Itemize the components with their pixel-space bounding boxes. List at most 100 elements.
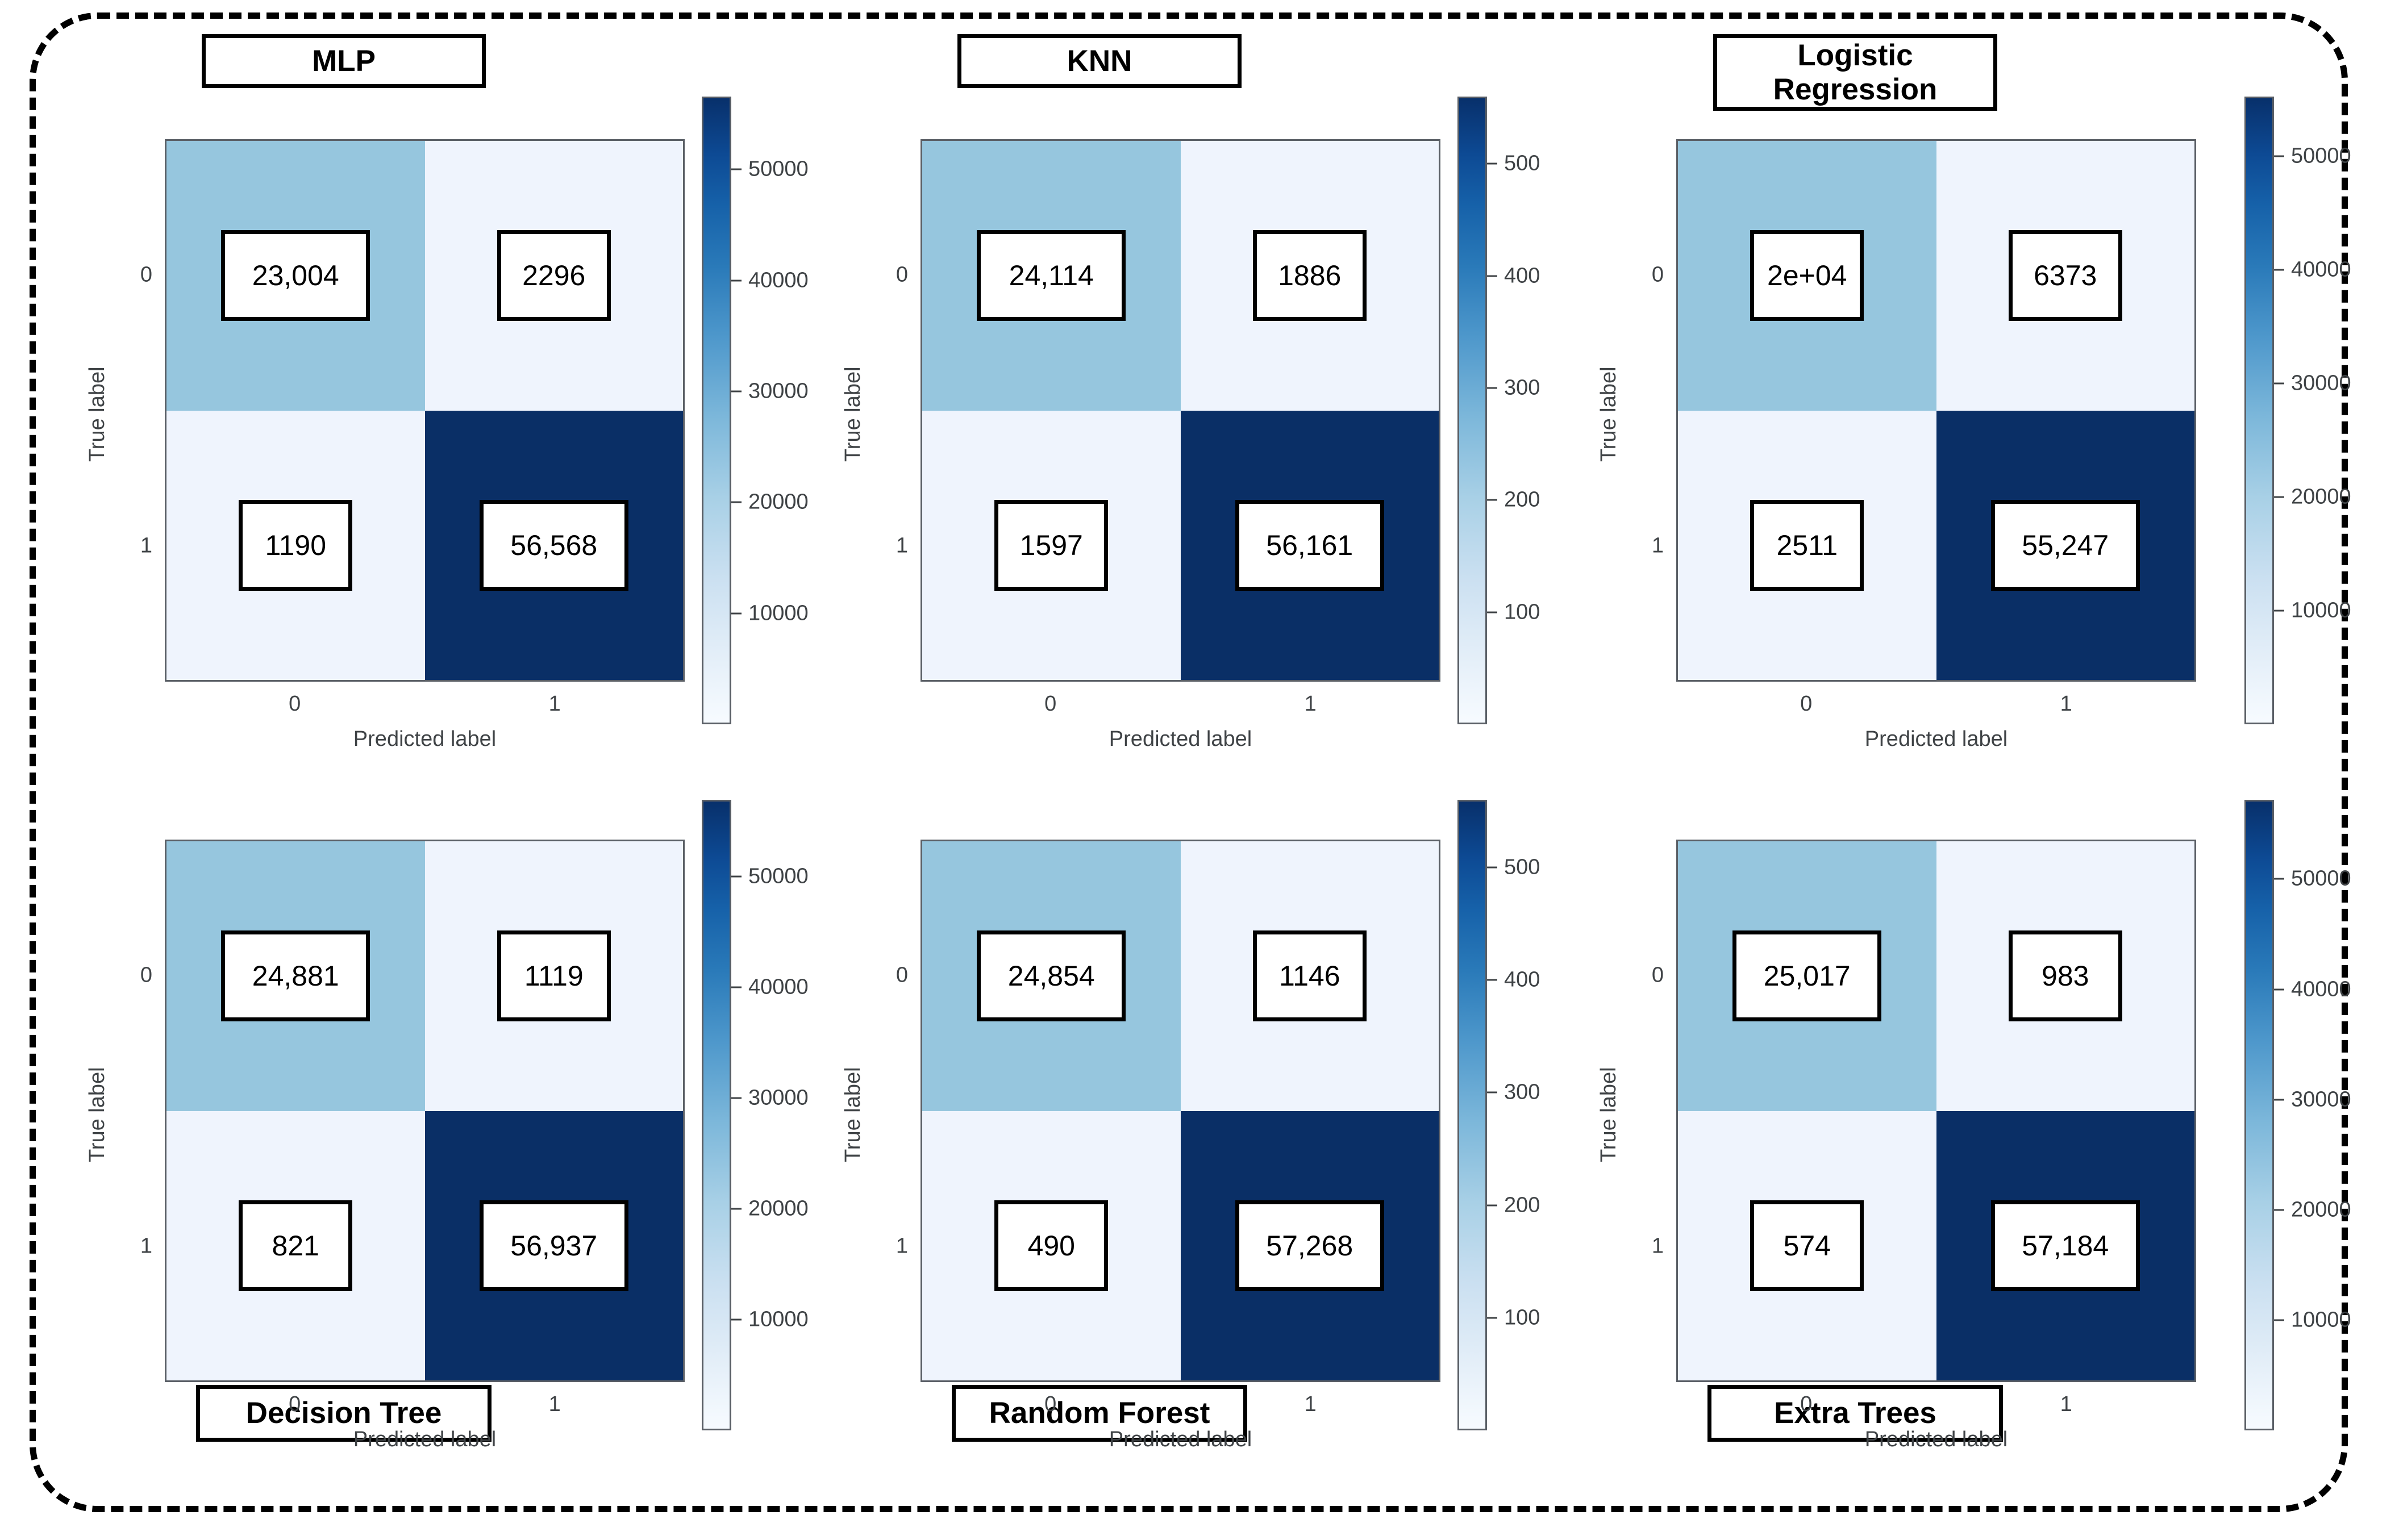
y-axis-label: True label [85, 366, 109, 462]
matrix-cell-value-box: 56,937 [479, 1200, 628, 1291]
colorbar-tick-mark [731, 501, 742, 503]
colorbar-tick-mark [731, 612, 742, 615]
matrix-cell-value: 57,184 [2022, 1229, 2109, 1262]
matrix-cell-value: 6373 [2034, 260, 2097, 292]
colorbar-tick-mark [731, 279, 742, 282]
colorbar-tick-mark [2274, 1209, 2284, 1211]
colorbar-tick-label: 10000 [748, 601, 809, 625]
colorbar-tick-mark [2274, 269, 2284, 271]
colorbar-tick-label: 500 [1504, 855, 1540, 879]
y-tick-label: 0 [140, 262, 152, 287]
matrix-cell-value-box: 6373 [2008, 230, 2122, 322]
matrix-cell-value: 1146 [1278, 960, 1340, 992]
matrix-cell-value-box: 24,854 [977, 930, 1126, 1022]
y-tick-label: 1 [1651, 533, 1664, 558]
matrix-cell-value-box: 1146 [1252, 930, 1367, 1022]
matrix-cell: 2e+04 [1678, 141, 1936, 411]
y-axis-label: True label [841, 366, 865, 462]
colorbar-tick-label: 40000 [748, 975, 809, 999]
y-axis-label: True label [1597, 1066, 1621, 1162]
panel-title-box: Extra Trees [1707, 1385, 2003, 1442]
colorbar-tick-mark [731, 1208, 742, 1210]
matrix-cell: 2296 [424, 141, 683, 411]
colorbar-tick-mark [2274, 382, 2284, 385]
colorbar-tick-label: 20000 [748, 1196, 809, 1221]
matrix-cell-value: 490 [1027, 1229, 1075, 1262]
colorbar-tick-label: 400 [1504, 264, 1540, 288]
colorbar-tick-mark [2274, 988, 2284, 991]
colorbar-tick-mark [1487, 162, 1497, 165]
colorbar-tick-mark [2274, 496, 2284, 498]
matrix-cell-value-box: 574 [1750, 1200, 1864, 1291]
x-tick-label: 0 [1044, 692, 1057, 716]
matrix-cell-value-box: 1190 [239, 499, 353, 591]
matrix-cell-value: 56,568 [510, 529, 598, 561]
colorbar-gradient [1457, 800, 1487, 1430]
colorbar-tick-label: 30000 [748, 1086, 809, 1110]
matrix-cell-value-box: 57,268 [1235, 1200, 1384, 1291]
matrix-cell: 57,184 [1936, 1111, 2194, 1380]
colorbar-tick-label: 10000 [748, 1307, 809, 1332]
panel-title-box: Logistic Regression [1713, 34, 1997, 111]
colorbar-tick-mark [1487, 1317, 1497, 1319]
matrix-cell-value: 574 [1783, 1229, 1831, 1262]
matrix-cell-value-box: 1886 [1252, 230, 1367, 322]
x-axis-label: Predicted label [1109, 727, 1252, 751]
y-tick-label: 1 [896, 533, 908, 558]
x-axis-label: Predicted label [353, 727, 497, 751]
matrix-cell-value: 24,854 [1007, 960, 1095, 992]
matrix-cell: 574 [1678, 1111, 1936, 1380]
matrix-cell: 1597 [922, 410, 1181, 680]
panel-title-box: Random Forest [952, 1385, 1247, 1442]
x-axis-label: Predicted label [1864, 1428, 2008, 1451]
x-tick-label: 1 [548, 1392, 561, 1416]
matrix-cell-value-box: 983 [2008, 930, 2122, 1022]
colorbar-tick-label: 200 [1504, 1193, 1540, 1217]
colorbar-tick-label: 300 [1504, 375, 1540, 400]
y-axis-label: True label [841, 1066, 865, 1162]
x-tick-label: 1 [1304, 692, 1317, 716]
colorbar-tick-mark [2274, 1319, 2284, 1321]
panel-title-text: Decision Tree [245, 1396, 442, 1430]
colorbar-tick-label: 30000 [2291, 1087, 2351, 1112]
colorbar-gradient [2244, 97, 2274, 724]
colorbar-gradient [702, 97, 731, 724]
matrix-cell-value: 25,017 [1763, 960, 1851, 992]
colorbar-tick-mark [1487, 1091, 1497, 1094]
matrix-cell: 56,568 [424, 410, 683, 680]
y-axis-label: True label [1597, 366, 1621, 462]
x-tick-label: 1 [1304, 1392, 1317, 1416]
x-tick-label: 0 [1800, 692, 1813, 716]
panel-title-box: KNN [957, 34, 1242, 88]
matrix-cell: 1146 [1180, 841, 1439, 1111]
panel-title-text: Extra Trees [1774, 1396, 1936, 1430]
panel-title-box: Decision Tree [196, 1385, 492, 1442]
confusion-matrix-grid: 24,854 1146 490 57,268 [921, 840, 1440, 1382]
panel-title-text: MLP [312, 44, 376, 78]
matrix-cell: 25,017 [1678, 841, 1936, 1111]
matrix-cell-value: 57,268 [1266, 1229, 1353, 1262]
matrix-cell-value: 2e+04 [1767, 260, 1847, 292]
matrix-cell-value-box: 23,004 [221, 230, 370, 322]
matrix-cell: 1886 [1180, 141, 1439, 411]
colorbar-tick-mark [731, 1318, 742, 1321]
colorbar-tick-mark [731, 1097, 742, 1099]
colorbar-tick-label: 40000 [2291, 977, 2351, 1001]
colorbar-tick-mark [731, 875, 742, 878]
x-axis-label: Predicted label [1109, 1428, 1252, 1451]
y-tick-label: 0 [140, 963, 152, 987]
colorbar-tick-mark [731, 390, 742, 393]
y-axis-label: True label [85, 1066, 109, 1162]
colorbar-tick-label: 30000 [748, 379, 809, 403]
colorbar-tick-mark [731, 986, 742, 988]
colorbar-tick-label: 40000 [748, 268, 809, 293]
panel-title-text: Logistic Regression [1773, 39, 1938, 106]
matrix-cell: 1190 [166, 410, 425, 680]
colorbar-tick-mark [1487, 499, 1497, 501]
